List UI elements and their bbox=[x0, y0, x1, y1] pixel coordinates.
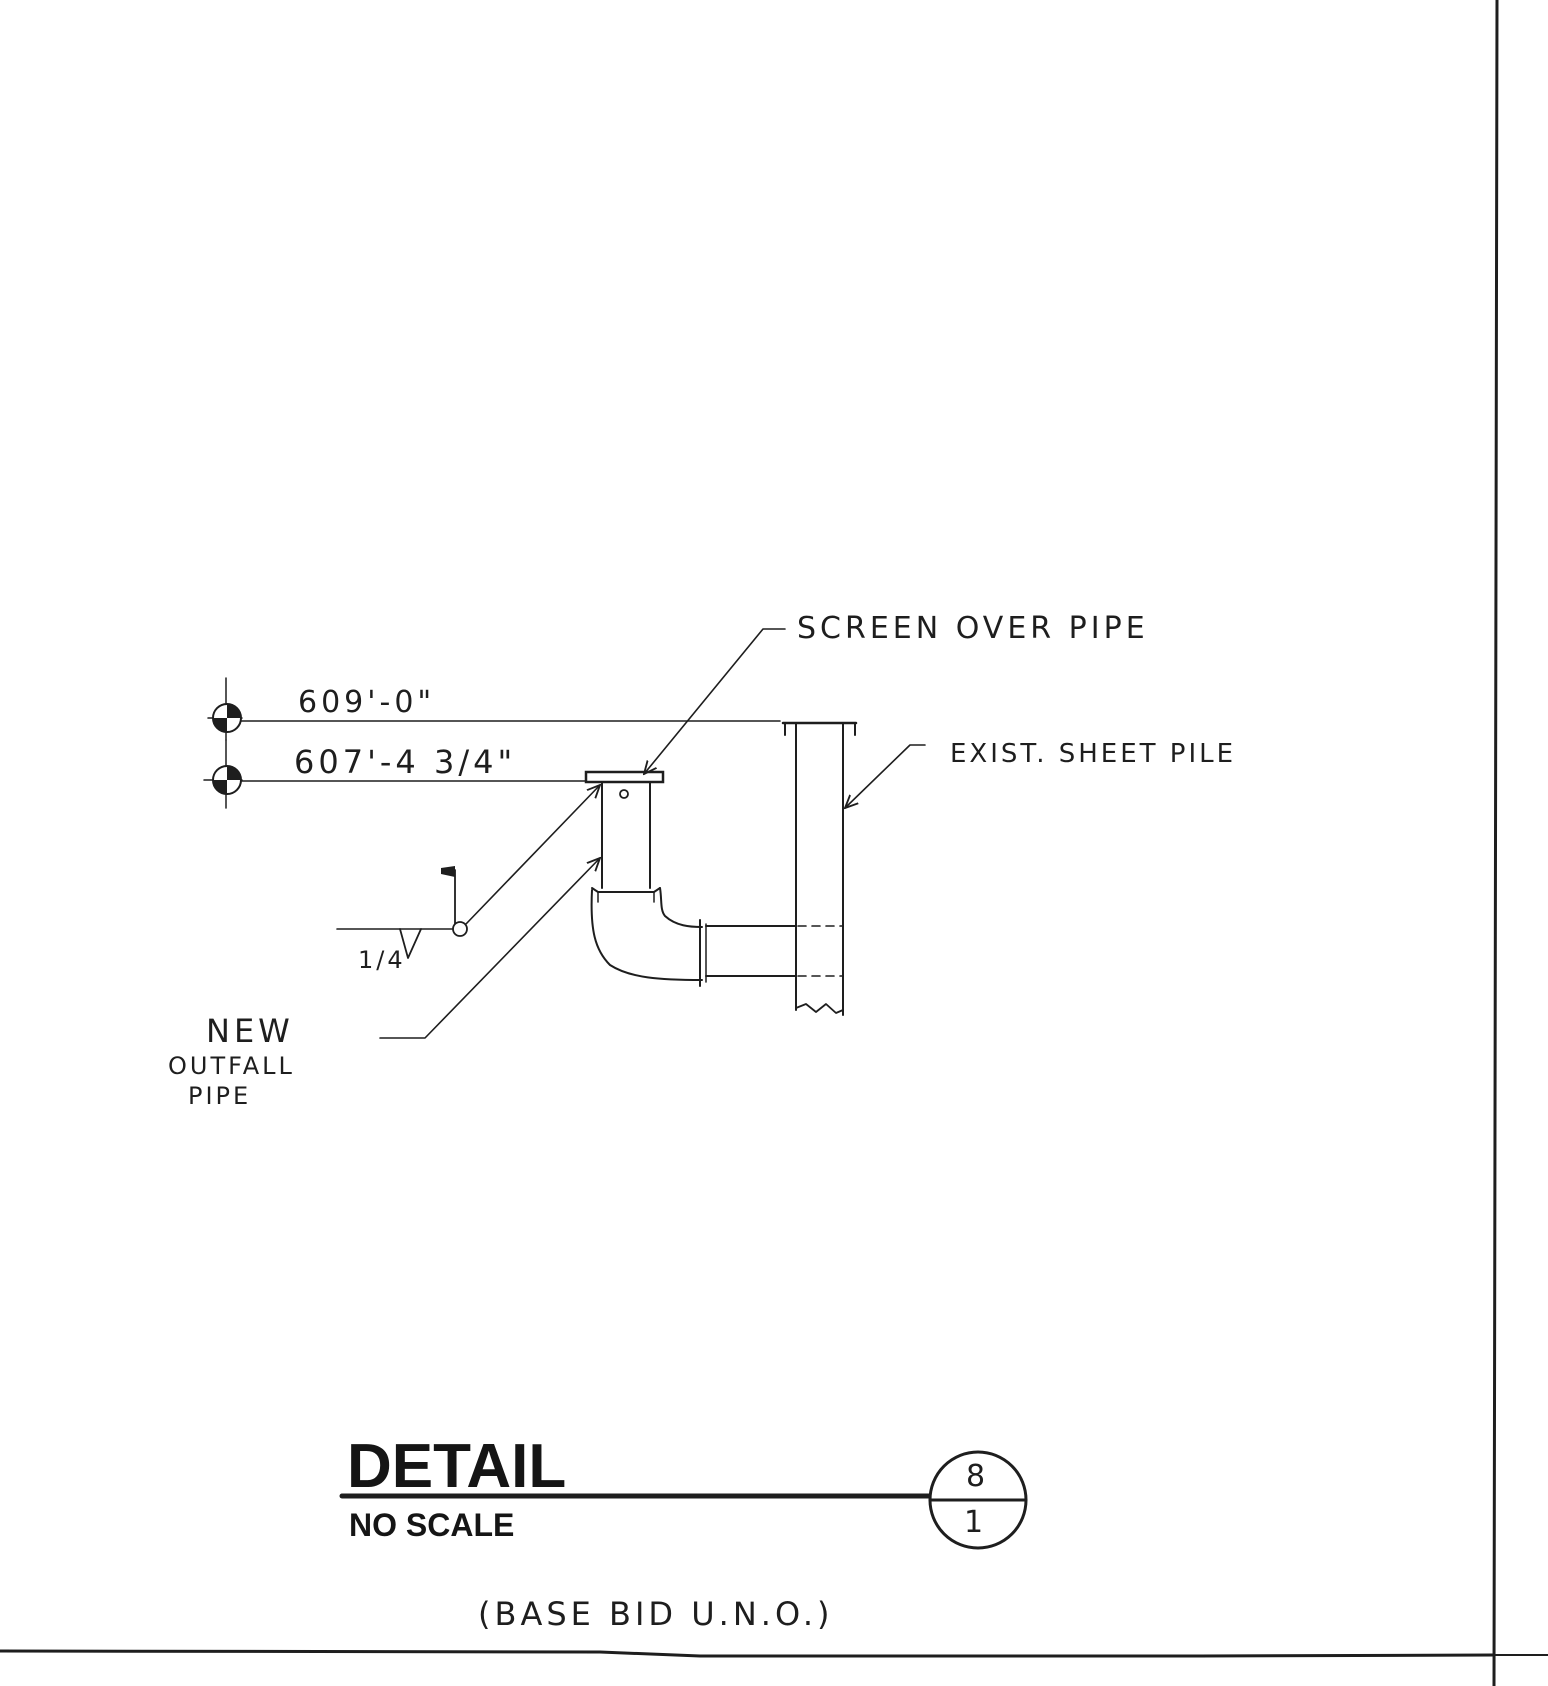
leader-new-outfall-pipe bbox=[379, 858, 600, 1039]
label-new: NEW bbox=[206, 1012, 294, 1050]
leader-invert-to-pipe bbox=[465, 785, 600, 925]
invert-flag-symbol bbox=[336, 866, 468, 959]
label-pipe: PIPE bbox=[188, 1082, 251, 1110]
label-slope: 1/4 bbox=[358, 946, 406, 974]
leader-screen-over-pipe bbox=[644, 628, 786, 774]
title-block: DETAIL NO SCALE bbox=[339, 1432, 1028, 1550]
label-exist-sheet-pile: EXIST. SHEET PILE bbox=[950, 739, 1236, 769]
leader-sheet-pile bbox=[845, 744, 926, 808]
label-screen-over-pipe: SCREEN OVER PIPE bbox=[797, 611, 1149, 646]
elevation-label-pipe-top: 607'-4 3/4" bbox=[294, 743, 516, 781]
outfall-pipe bbox=[584, 770, 797, 987]
label-outfall: OUTFALL bbox=[168, 1052, 295, 1080]
sheet-number: 1 bbox=[964, 1505, 986, 1540]
elevation-marker-pipe-top bbox=[203, 739, 589, 809]
elevation-label-top: 609'-0" bbox=[298, 685, 435, 720]
detail-number: 8 bbox=[966, 1459, 988, 1494]
detail-title: DETAIL bbox=[347, 1432, 566, 1501]
scale-note: NO SCALE bbox=[349, 1507, 514, 1543]
sheet-pile bbox=[781, 721, 858, 1016]
elevation-marker-top bbox=[207, 677, 781, 741]
base-bid-note: (BASE BID U.N.O.) bbox=[478, 1595, 833, 1633]
